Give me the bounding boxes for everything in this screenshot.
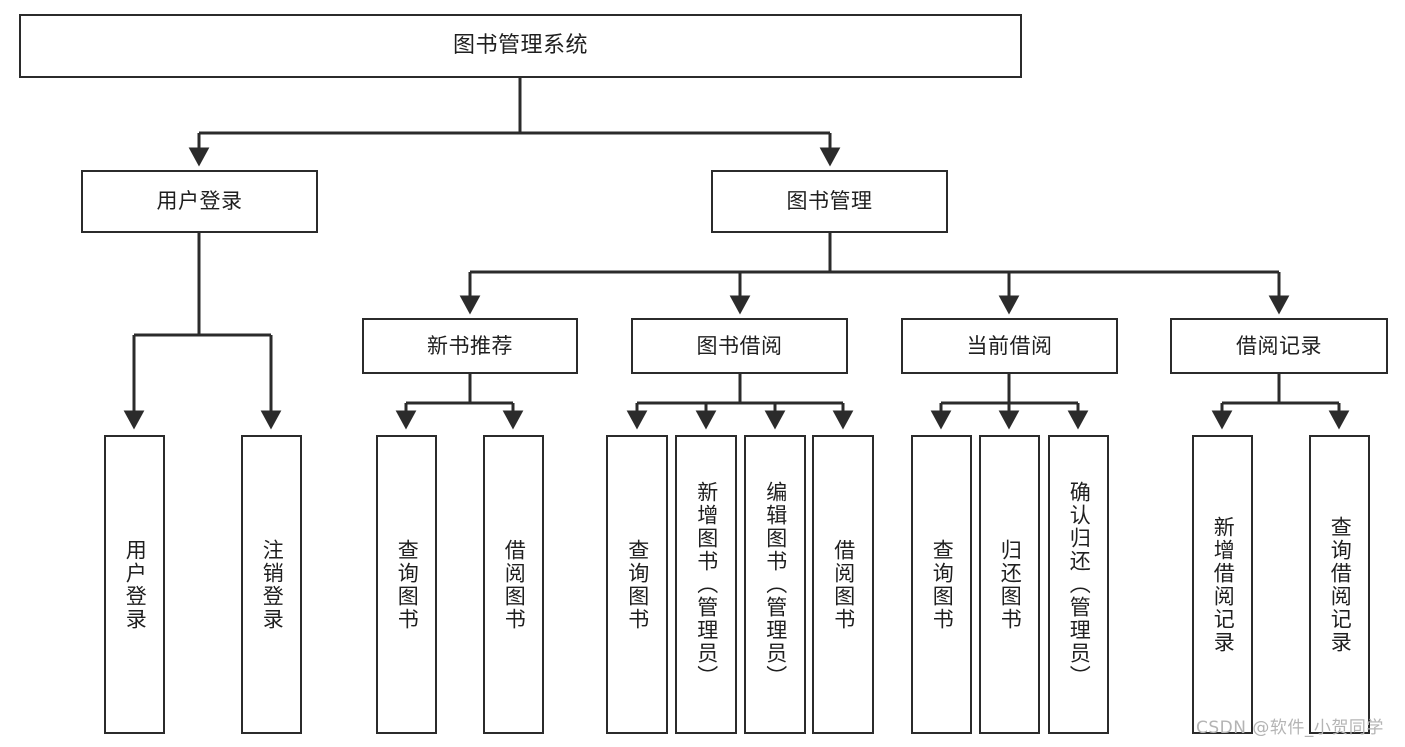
leaf-record-add-label: 新增借阅记录 [1211,515,1236,654]
leaf-record-query[interactable]: 查询借阅记录 [1309,435,1370,734]
node-book-borrow[interactable]: 图书借阅 [631,318,848,374]
leaf-borrow-query-book[interactable]: 查询图书 [606,435,668,734]
leaf-borrow-add-book-label: 新增图书（管理员） [694,481,719,688]
leaf-borrow-edit-book[interactable]: 编辑图书（管理员） [744,435,806,734]
leaf-new-book-borrow[interactable]: 借阅图书 [483,435,544,734]
leaf-new-book-query[interactable]: 查询图书 [376,435,437,734]
leaf-current-query-book-label: 查询图书 [930,538,955,631]
leaf-current-query-book[interactable]: 查询图书 [911,435,972,734]
node-new-book-recommend-label: 新书推荐 [427,333,513,358]
leaf-borrow-edit-book-label: 编辑图书（管理员） [763,481,788,688]
leaf-borrow-add-book[interactable]: 新增图书（管理员） [675,435,737,734]
node-user-login[interactable]: 用户登录 [81,170,318,233]
leaf-record-query-label: 查询借阅记录 [1328,515,1353,654]
leaf-user-login-signout-label: 注销登录 [260,538,285,631]
node-root-system-label: 图书管理系统 [452,33,588,59]
leaf-borrow-borrow-book-label: 借阅图书 [831,538,856,631]
leaf-borrow-query-book-label: 查询图书 [625,538,650,631]
node-book-borrow-label: 图书借阅 [696,333,783,358]
leaf-user-login-signin[interactable]: 用户登录 [104,435,165,734]
node-current-borrow-label: 当前借阅 [966,333,1053,358]
leaf-user-login-signout[interactable]: 注销登录 [241,435,302,734]
node-current-borrow[interactable]: 当前借阅 [901,318,1118,374]
leaf-current-return-book-label: 归还图书 [998,538,1023,631]
leaf-current-confirm-return[interactable]: 确认归还（管理员） [1048,435,1109,734]
leaf-new-book-query-label: 查询图书 [395,538,420,631]
node-borrow-record-label: 借阅记录 [1236,333,1322,358]
node-borrow-record[interactable]: 借阅记录 [1170,318,1388,374]
node-user-login-label: 用户登录 [156,189,243,214]
csdn-watermark: CSDN @软件_小贺同学 [1196,718,1384,738]
leaf-new-book-borrow-label: 借阅图书 [502,538,527,631]
node-book-management-label: 图书管理 [786,189,873,214]
leaf-record-add[interactable]: 新增借阅记录 [1192,435,1253,734]
leaf-user-login-signin-label: 用户登录 [123,538,148,631]
node-book-management[interactable]: 图书管理 [711,170,948,233]
node-root-system[interactable]: 图书管理系统 [19,14,1022,78]
leaf-current-confirm-return-label: 确认归还（管理员） [1067,481,1092,688]
node-new-book-recommend[interactable]: 新书推荐 [362,318,578,374]
leaf-current-return-book[interactable]: 归还图书 [979,435,1040,734]
leaf-borrow-borrow-book[interactable]: 借阅图书 [812,435,874,734]
